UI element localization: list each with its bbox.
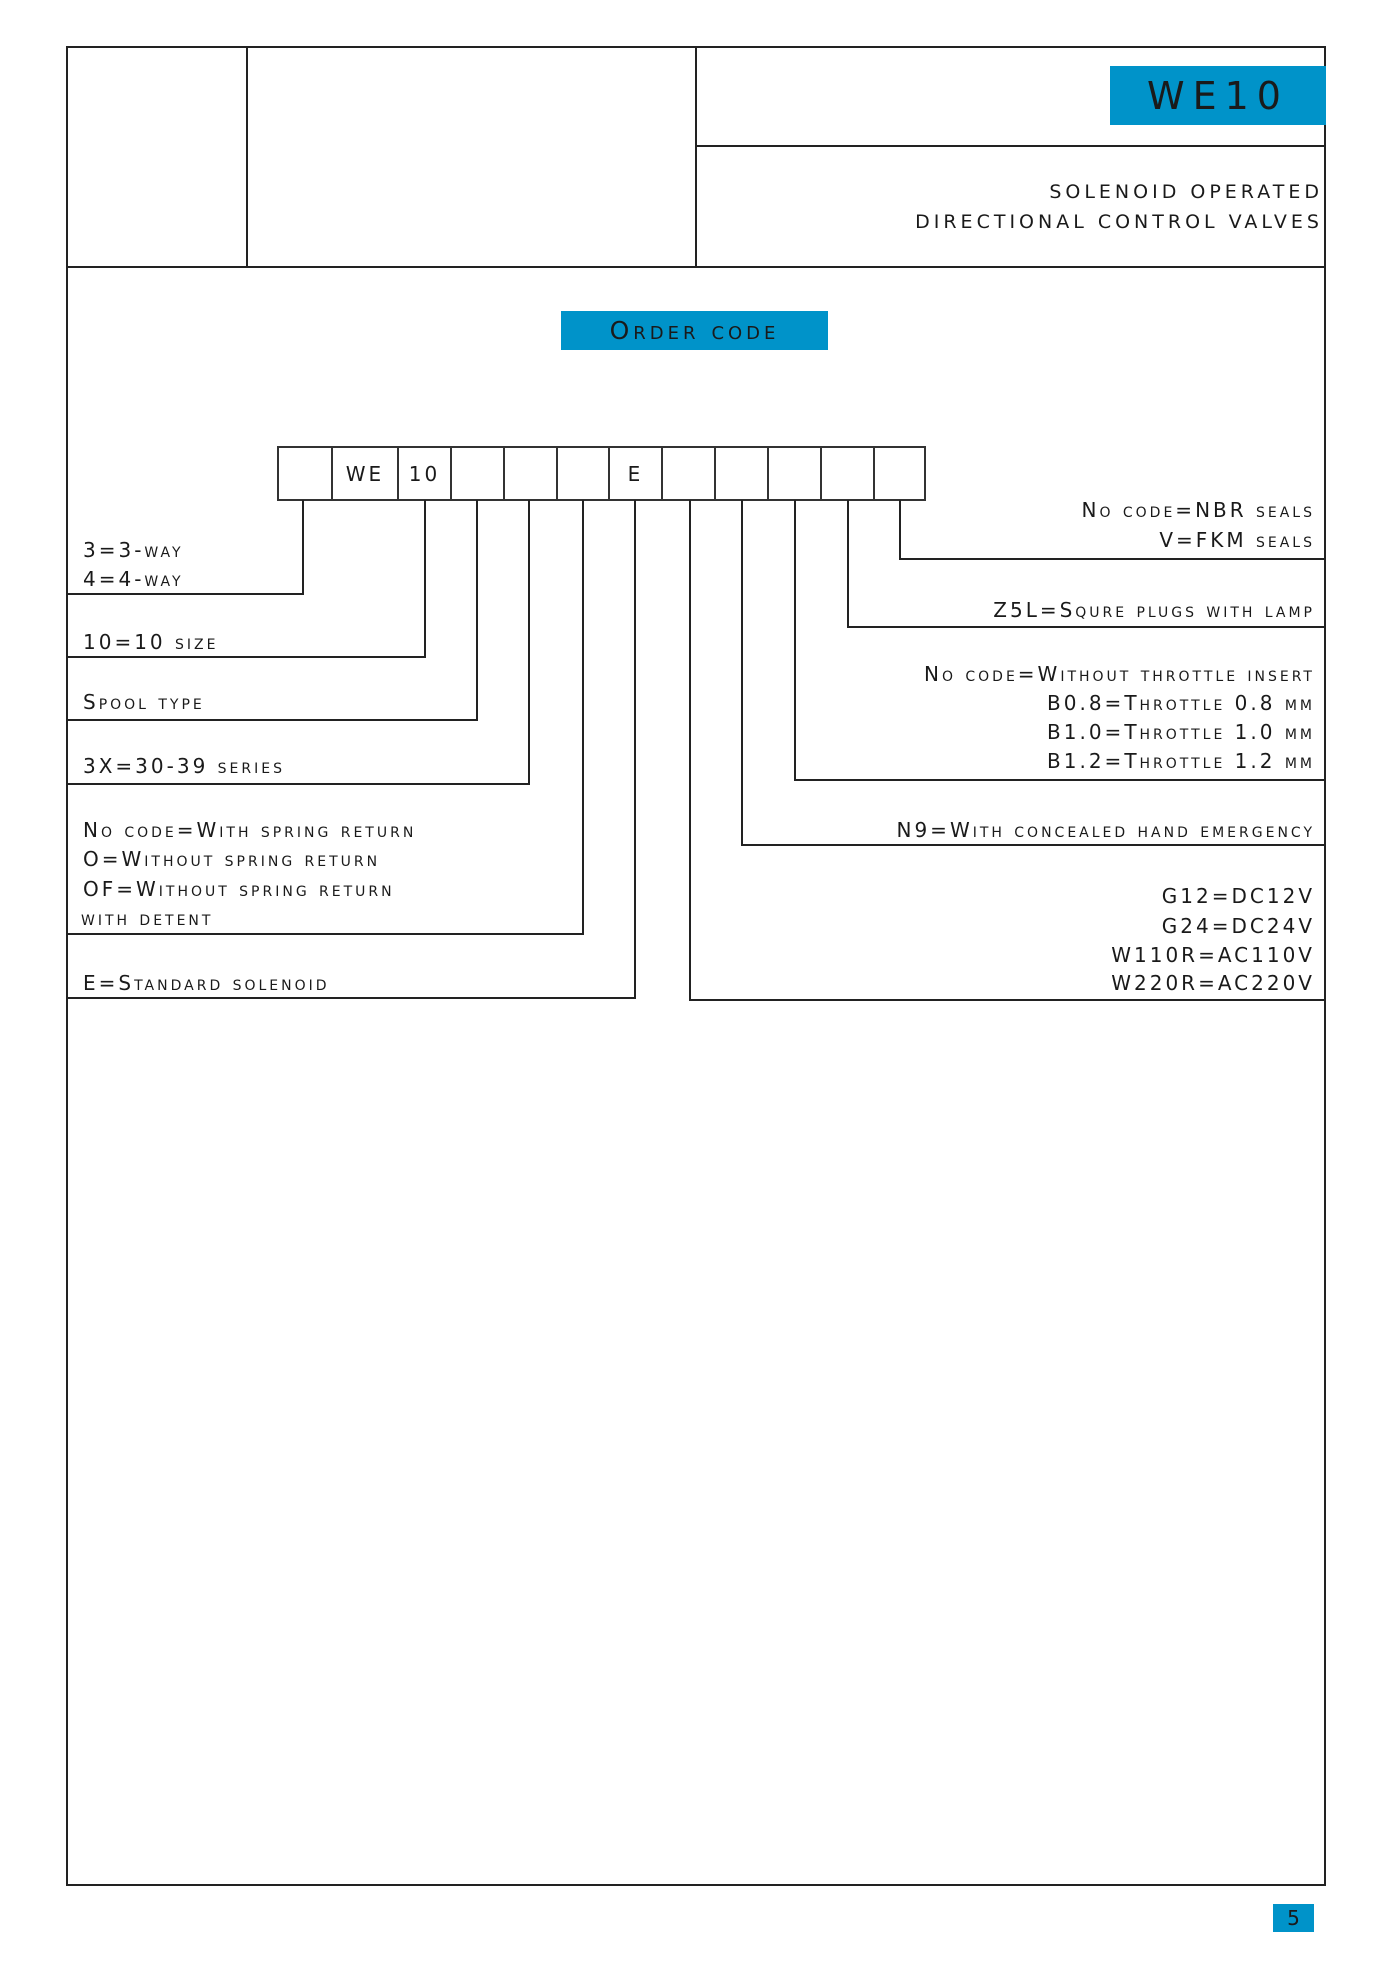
leader-series [67, 783, 530, 785]
label-throttle-1: No code=Without throttle insert [924, 662, 1315, 686]
leader-voltage [689, 999, 1326, 1001]
leader-plug [847, 626, 1326, 628]
label-voltage-3: W110R=AC110V [1111, 943, 1315, 967]
leader-voltage [689, 500, 691, 1001]
label-solenoid: E=Standard solenoid [83, 971, 330, 995]
header-row-divider [696, 145, 1326, 147]
code-cell [450, 446, 505, 501]
label-series: 3X=30-39 series [83, 754, 285, 778]
frame-bottom [67, 1884, 1326, 1886]
code-cell [873, 446, 926, 501]
label-voltage-1: G12=DC12V [1161, 884, 1315, 908]
leader-seals [899, 500, 901, 560]
header-col-divider [695, 46, 697, 267]
leader-way [302, 500, 304, 595]
leader-emergency [741, 844, 1326, 846]
code-cell [767, 446, 822, 501]
code-cell [503, 446, 558, 501]
label-spring-3: OF=Without spring return [83, 877, 395, 901]
label-throttle-3: B1.0=Throttle 1.0 mm [1047, 720, 1315, 744]
frame-left [66, 46, 68, 1886]
code-cell [820, 446, 875, 501]
leader-seals [899, 558, 1326, 560]
leader-way [67, 593, 304, 595]
leader-solenoid [634, 500, 636, 999]
leader-size [424, 500, 426, 658]
label-emergency: N9=With concealed hand emergency [896, 818, 1315, 842]
code-cell: 10 [397, 446, 452, 501]
label-plug: Z5L=Squre plugs with lamp [993, 598, 1315, 622]
leader-throttle [794, 500, 796, 781]
frame-right [1324, 46, 1326, 1886]
code-cell [556, 446, 610, 501]
leader-spring [67, 933, 584, 935]
code-cell: E [608, 446, 663, 501]
label-spring-2: O=Without spring return [83, 847, 381, 871]
code-cell [661, 446, 716, 501]
label-seals-nbr: No code=NBR seals [1081, 498, 1315, 522]
label-voltage-2: G24=DC24V [1161, 914, 1315, 938]
page-number: 5 [1273, 1904, 1314, 1932]
leader-spring [582, 500, 584, 935]
leader-emergency [741, 500, 743, 846]
code-cell [714, 446, 769, 501]
label-throttle-4: B1.2=Throttle 1.2 mm [1047, 749, 1315, 773]
order-code-title: Order code [561, 311, 828, 350]
leader-plug [847, 500, 849, 628]
subtitle-line-2: DIRECTIONAL CONTROL VALVES [915, 211, 1323, 233]
header-divider [67, 266, 1326, 268]
label-spring-1: No code=With spring return [83, 818, 417, 842]
leader-solenoid [67, 997, 636, 999]
label-throttle-2: B0.8=Throttle 0.8 mm [1047, 691, 1315, 715]
code-cell [277, 446, 333, 501]
leader-series [528, 500, 530, 785]
header-col-divider [246, 46, 248, 267]
label-spring-4: with detent [81, 906, 214, 930]
label-way-3: 3=3-way [83, 538, 184, 562]
leader-spool [67, 719, 478, 721]
leader-spool [476, 500, 478, 721]
subtitle-line-1: SOLENOID OPERATED [1049, 181, 1323, 203]
label-way-4: 4=4-way [83, 567, 184, 591]
label-seals-fkm: V=FKM seals [1159, 528, 1315, 552]
label-spool: Spool type [83, 690, 205, 714]
label-size: 10=10 size [83, 630, 219, 654]
code-cell: WE [331, 446, 399, 501]
model-badge: WE10 [1110, 66, 1326, 125]
label-voltage-4: W220R=AC220V [1111, 971, 1315, 995]
leader-size [67, 656, 426, 658]
leader-throttle [794, 779, 1326, 781]
